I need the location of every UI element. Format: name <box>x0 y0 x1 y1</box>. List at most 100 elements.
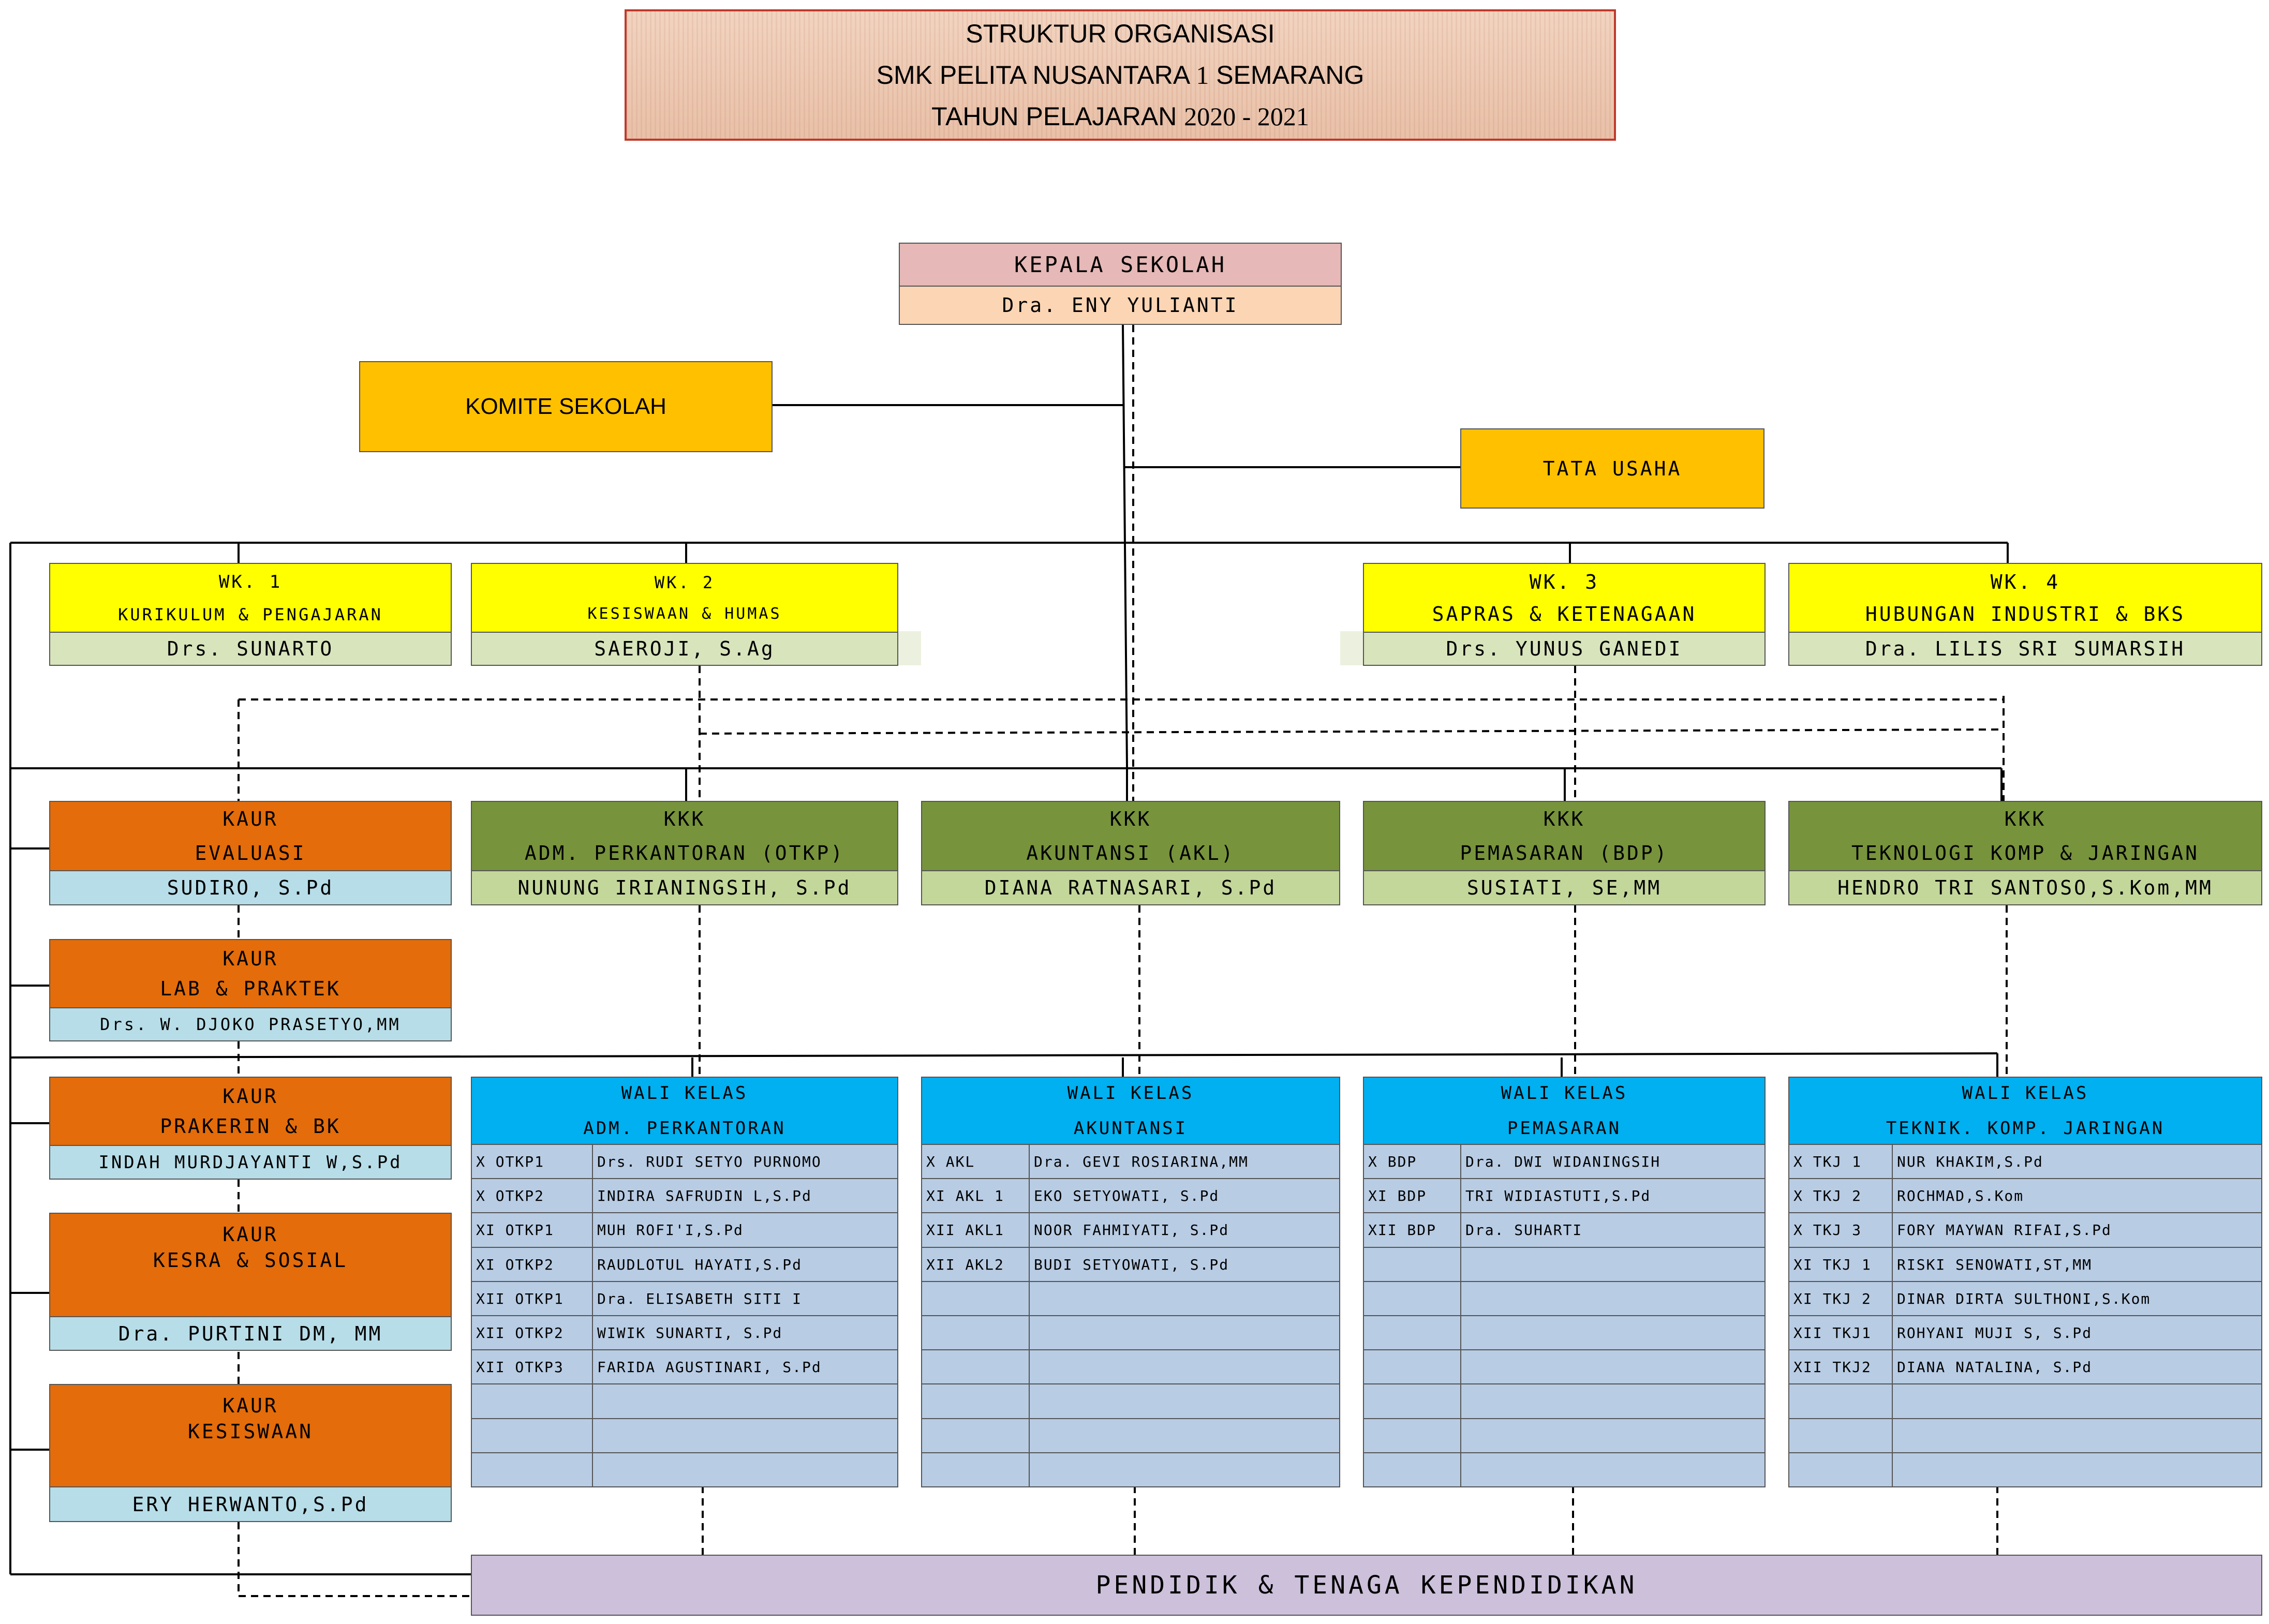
wali-bdp-class-cell <box>1363 1418 1461 1453</box>
wali-bdp-header: WALI KELAS PEMASARAN <box>1363 1077 1766 1145</box>
wakasek-2-name: SAEROJI, S.Ag <box>471 632 898 666</box>
wali-otkp-teacher-cell: FARIDA AGUSTINARI, S.Pd <box>592 1349 898 1384</box>
wali-bdp-line2: PEMASARAN <box>1507 1118 1622 1139</box>
kaur-kesiswaan-header: KAUR KESISWAAN <box>49 1384 452 1487</box>
kaur-prakerin-line1: KAUR <box>223 1085 278 1108</box>
wali-otkp-header: WALI KELAS ADM. PERKANTORAN <box>471 1077 898 1145</box>
wali-tkj-class-cell <box>1788 1383 1893 1419</box>
kaur-kesra-header: KAUR KESRA & SOSIAL <box>49 1213 452 1317</box>
wali-otkp-line1: WALI KELAS <box>621 1083 748 1104</box>
wali-bdp-class-cell <box>1363 1247 1461 1282</box>
wali-bdp-class-cell <box>1363 1452 1461 1487</box>
wali-akl-class-cell <box>921 1418 1030 1453</box>
wakasek-1-name: Drs. SUNARTO <box>49 632 452 666</box>
tata-usaha-box: TATA USAHA <box>1460 428 1764 509</box>
wali-bdp-teacher-cell <box>1460 1247 1766 1282</box>
wali-tkj-teacher-cell: RISKI SENOWATI,ST,MM <box>1892 1247 2262 1282</box>
pendidik-tenaga-kependidikan-box: PENDIDIK & TENAGA KEPENDIDIKAN <box>471 1555 2262 1616</box>
wali-tkj-class-cell <box>1788 1418 1893 1453</box>
wali-bdp-class-cell: X BDP <box>1363 1144 1461 1179</box>
kaur-kesiswaan-name: ERY HERWANTO,S.Pd <box>49 1486 452 1522</box>
wakasek-1-code: WK. 1 <box>218 571 283 592</box>
wali-tkj-teacher-cell <box>1892 1383 2262 1419</box>
wali-bdp-class-cell: XII BDP <box>1363 1212 1461 1248</box>
wali-akl-class-cell <box>921 1281 1030 1316</box>
wakasek-3-header: WK. 3 SAPRAS & KETENAGAAN <box>1363 563 1766 633</box>
kkk-otkp-line1: KKK <box>663 808 706 830</box>
kaur-evaluasi-name: SUDIRO, S.Pd <box>49 870 452 905</box>
wali-tkj-class-cell: X TKJ 2 <box>1788 1178 1893 1213</box>
wali-otkp-teacher-cell <box>592 1383 898 1419</box>
wali-otkp-class-cell: X OTKP2 <box>471 1178 593 1213</box>
wali-tkj-class-cell: X TKJ 1 <box>1788 1144 1893 1179</box>
wakasek-name-band-left <box>898 631 921 665</box>
wali-akl-class-cell <box>921 1315 1030 1350</box>
kkk-akl-header: KKK AKUNTANSI (AKL) <box>921 801 1340 871</box>
kkk-tkj-header: KKK TEKNOLOGI KOMP & JARINGAN <box>1788 801 2262 871</box>
wali-akl-class-cell: XII AKL2 <box>921 1247 1030 1282</box>
wali-tkj-teacher-cell: FORY MAYWAN RIFAI,S.Pd <box>1892 1212 2262 1248</box>
wali-akl-teacher-cell: BUDI SETYOWATI, S.Pd <box>1029 1247 1340 1282</box>
wali-otkp-class-cell <box>471 1383 593 1419</box>
wali-akl-class-cell: XI AKL 1 <box>921 1178 1030 1213</box>
title-line-2-text: SMK PELITA NUSANTARA <box>876 61 1196 90</box>
wali-bdp-class-cell: XI BDP <box>1363 1178 1461 1213</box>
wali-akl-line1: WALI KELAS <box>1067 1083 1194 1104</box>
kkk-bdp-name: SUSIATI, SE,MM <box>1363 870 1766 905</box>
wali-bdp-teacher-cell <box>1460 1349 1766 1384</box>
wali-otkp-class-cell <box>471 1418 593 1453</box>
kaur-prakerin-line2: PRAKERIN & BK <box>160 1115 341 1138</box>
kkk-bdp-line1: KKK <box>1543 808 1585 830</box>
kaur-evaluasi-header: KAUR EVALUASI <box>49 801 452 871</box>
wali-akl-class-cell <box>921 1383 1030 1419</box>
kkk-otkp-header: KKK ADM. PERKANTORAN (OTKP) <box>471 801 898 871</box>
wakasek-4-name: Dra. LILIS SRI SUMARSIH <box>1788 632 2262 666</box>
wali-bdp-teacher-cell <box>1460 1452 1766 1487</box>
kaur-kesiswaan-line1: KAUR <box>223 1394 278 1417</box>
wali-tkj-class-cell <box>1788 1452 1893 1487</box>
wali-bdp-class-cell <box>1363 1349 1461 1384</box>
kkk-bdp-header: KKK PEMASARAN (BDP) <box>1363 801 1766 871</box>
title-line-3-text: TAHUN PELAJARAN <box>931 102 1184 131</box>
wali-akl-class-cell <box>921 1349 1030 1384</box>
wali-akl-teacher-cell <box>1029 1349 1340 1384</box>
title-line-3-number: 2020 - 2021 <box>1184 102 1309 131</box>
kaur-evaluasi-line1: KAUR <box>223 808 278 830</box>
title-line-2-number: 1 <box>1196 61 1209 90</box>
wali-tkj-class-cell: X TKJ 3 <box>1788 1212 1893 1248</box>
wali-otkp-class-cell: XI OTKP2 <box>471 1247 593 1282</box>
wali-akl-class-cell: X AKL <box>921 1144 1030 1179</box>
wali-otkp-class-cell: XII OTKP3 <box>471 1349 593 1384</box>
wali-akl-class-cell <box>921 1452 1030 1487</box>
wali-bdp-teacher-cell <box>1460 1315 1766 1350</box>
wakasek-2-code: WK. 2 <box>654 573 715 592</box>
wali-bdp-line1: WALI KELAS <box>1501 1083 1628 1104</box>
kaur-lab-line1: KAUR <box>223 947 278 970</box>
wali-akl-teacher-cell <box>1029 1383 1340 1419</box>
wali-otkp-teacher-cell: RAUDLOTUL HAYATI,S.Pd <box>592 1247 898 1282</box>
wali-bdp-class-cell <box>1363 1383 1461 1419</box>
wali-tkj-teacher-cell: ROCHMAD,S.Kom <box>1892 1178 2262 1213</box>
wali-akl-line2: AKUNTANSI <box>1073 1118 1188 1139</box>
kkk-bdp-line2: PEMASARAN (BDP) <box>1460 842 1669 865</box>
wali-tkj-class-cell: XII TKJ1 <box>1788 1315 1893 1350</box>
wali-akl-teacher-cell <box>1029 1281 1340 1316</box>
kkk-akl-line2: AKUNTANSI (AKL) <box>1026 842 1235 865</box>
wali-akl-teacher-cell: EKO SETYOWATI, S.Pd <box>1029 1178 1340 1213</box>
kkk-otkp-line2: ADM. PERKANTORAN (OTKP) <box>524 842 845 865</box>
wali-otkp-teacher-cell: MUH ROFI'I,S.Pd <box>592 1212 898 1248</box>
wakasek-3-code: WK. 3 <box>1529 570 1599 593</box>
wali-otkp-class-cell: XII OTKP2 <box>471 1315 593 1350</box>
wali-akl-teacher-cell: NOOR FAHMIYATI, S.Pd <box>1029 1212 1340 1248</box>
wali-otkp-teacher-cell <box>592 1452 898 1487</box>
wali-tkj-teacher-cell: DIANA NATALINA, S.Pd <box>1892 1349 2262 1384</box>
kkk-akl-line1: KKK <box>1109 808 1152 830</box>
kaur-kesra-line2: KESRA & SOSIAL <box>153 1249 348 1272</box>
wali-tkj-class-cell: XI TKJ 2 <box>1788 1281 1893 1316</box>
kaur-lab-line2: LAB & PRAKTEK <box>160 977 341 1000</box>
wali-otkp-class-cell <box>471 1452 593 1487</box>
wakasek-3-name: Drs. YUNUS GANEDI <box>1363 632 1766 666</box>
wali-akl-class-cell: XII AKL1 <box>921 1212 1030 1248</box>
wali-otkp-teacher-cell: INDIRA SAFRUDIN L,S.Pd <box>592 1178 898 1213</box>
